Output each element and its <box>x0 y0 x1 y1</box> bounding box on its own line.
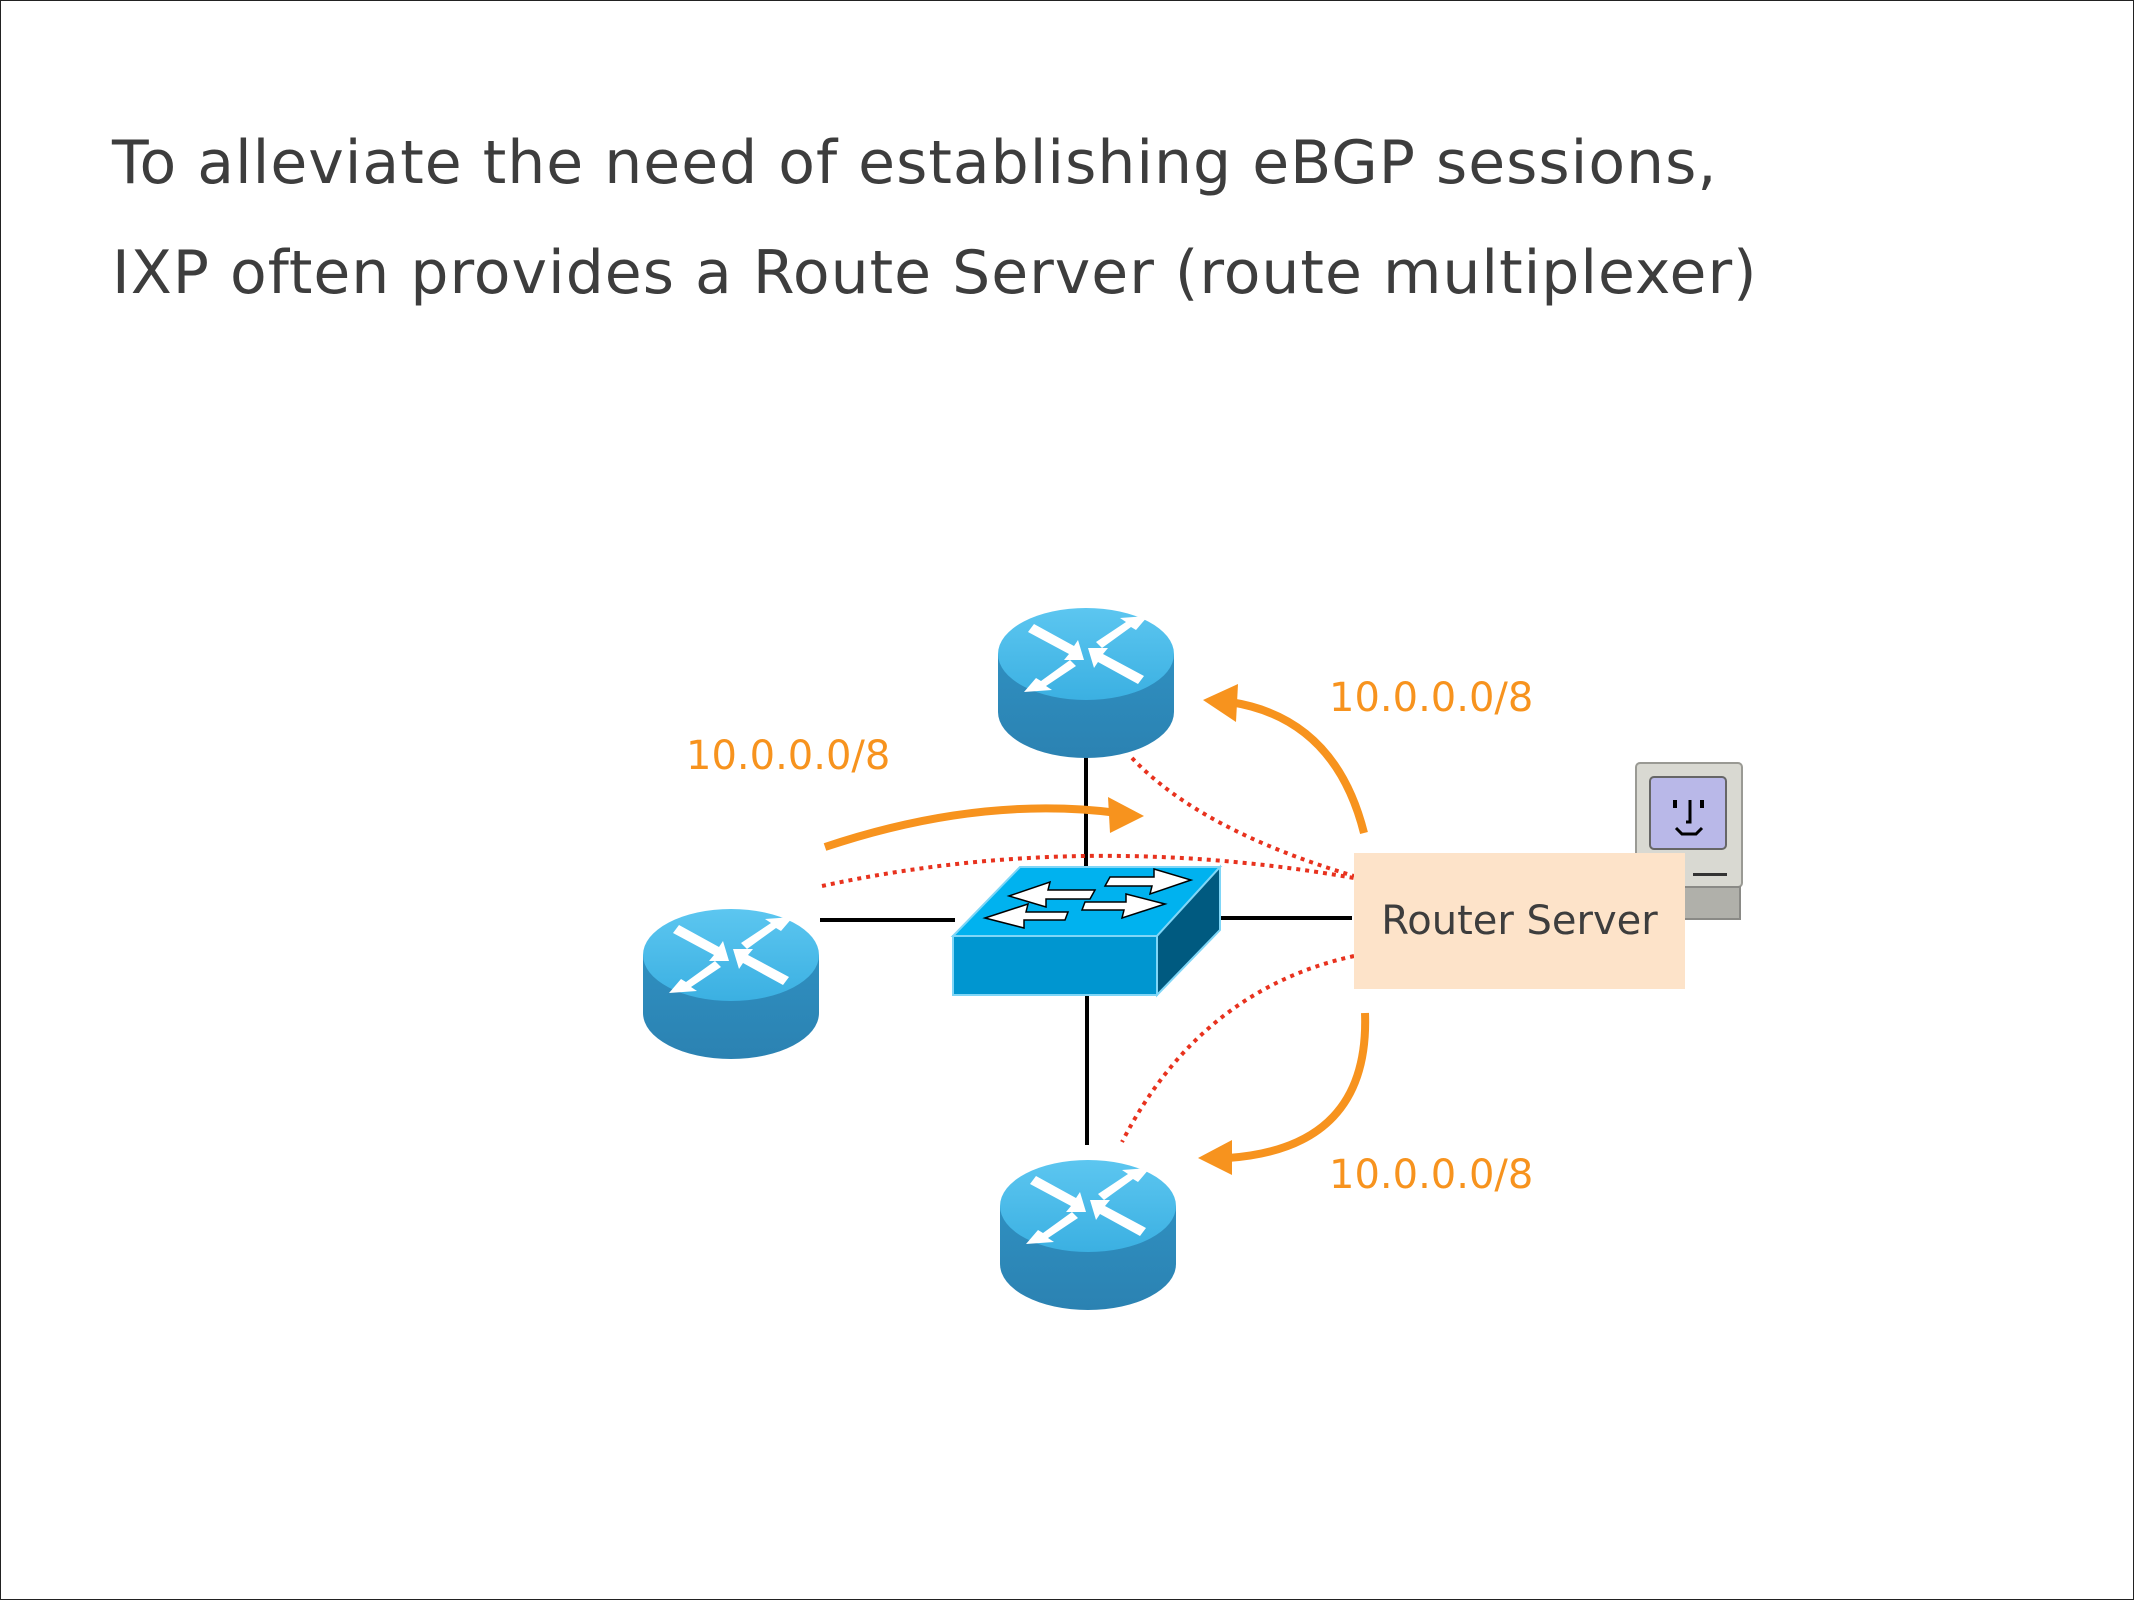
prefix-label-bottom: 10.0.0.0/8 <box>1329 1152 1534 1198</box>
title-line-2: IXP often provides a Route Server (route… <box>112 238 1758 308</box>
prefix-label-left: 10.0.0.0/8 <box>686 733 891 779</box>
switch-icon <box>950 864 1223 998</box>
title-line-1: To alleviate the need of establishing eB… <box>112 128 1718 198</box>
route-server-label: Router Server <box>1381 898 1658 944</box>
bgp-session-left <box>821 853 1355 888</box>
left-router-icon <box>643 909 819 1059</box>
announce-arrowhead-top <box>1203 684 1238 722</box>
route-server-box: Router Server <box>1354 853 1685 989</box>
announce-arrowhead-left <box>1108 797 1144 833</box>
announce-arrow-top <box>1229 698 1368 834</box>
top-router-icon <box>998 608 1174 758</box>
announce-arrow-bottom <box>1227 1012 1370 1162</box>
bgp-session-top <box>1130 756 1355 878</box>
announce-arrow-left <box>823 804 1119 851</box>
announce-arrowhead-bottom <box>1198 1140 1232 1175</box>
bgp-session-bottom <box>1120 954 1355 1143</box>
prefix-label-top: 10.0.0.0/8 <box>1329 675 1534 721</box>
bottom-router-icon <box>1000 1160 1176 1310</box>
